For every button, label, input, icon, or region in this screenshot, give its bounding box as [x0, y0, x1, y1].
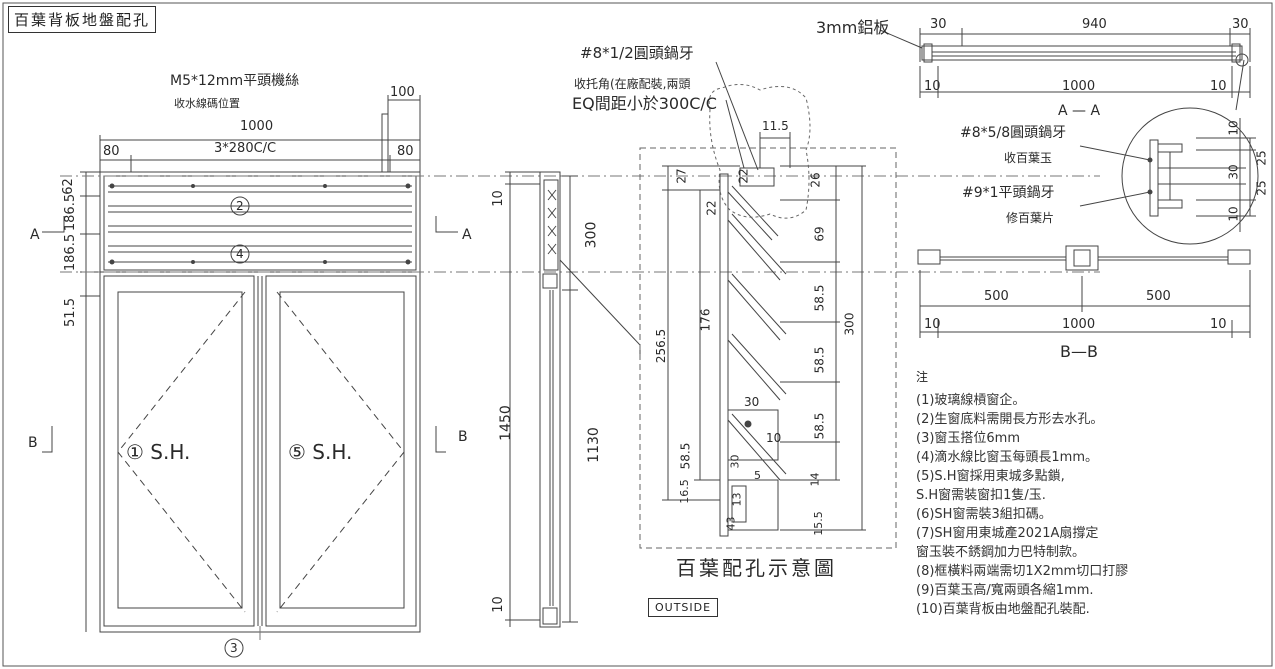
plate-label: 3mm鋁板 [816, 18, 890, 37]
ld-dim-176: 176 [698, 308, 713, 332]
note-item: (2)生窗底料需開長方形去水孔。 [916, 412, 1104, 427]
ld-dim-14: 14 [808, 472, 822, 487]
ld-dim-58-5d: 58.5 [812, 412, 827, 440]
section-bb [917, 245, 1251, 338]
dim-186-5-a: 186.5 [63, 193, 79, 232]
dim-left-80: 80 [103, 144, 120, 159]
ld-dim-69: 69 [812, 226, 827, 242]
screw-label: M5*12mm平頭機絲 [170, 73, 300, 89]
note-item: S.H窗需裝窗扣1隻/玉. [916, 488, 1046, 503]
drain-label: 收水線碼位置 [174, 97, 240, 110]
note-item: 窗玉裝不銹鋼加力巴特制款。 [916, 545, 1086, 560]
dim-186-5-b: 186.5 [63, 233, 79, 272]
dim-51-5: 51.5 [62, 298, 78, 327]
circle-2: 2 [236, 199, 244, 213]
circle-3: 3 [230, 641, 238, 655]
callout-angle: 收托角(在廠配裝,兩頭 [574, 77, 691, 91]
callout-spacing: EQ間距小於300C/C [572, 94, 717, 113]
ld-dim-300: 300 [842, 312, 857, 336]
ld-dim-27: 27 [674, 168, 689, 184]
aa-dim-1000: 1000 [1062, 79, 1096, 94]
dc-dim-25a: 25 [1254, 150, 1269, 166]
ld-dim-22a: 22 [736, 168, 751, 184]
circle-1-sh: ① S.H. [126, 440, 191, 464]
bb-dim-500-left: 500 [984, 289, 1009, 304]
note-item: (10)百葉背板由地盤配孔裝配. [916, 602, 1090, 617]
front-elevation [42, 95, 1100, 658]
circle-4: 4 [236, 247, 244, 261]
dim-100: 100 [390, 85, 415, 100]
ld-dim-10: 10 [766, 431, 782, 445]
aa-label: A — A [1058, 103, 1101, 119]
ld-dim-13: 13 [730, 492, 744, 507]
ld-dim-30-small: 30 [728, 454, 742, 469]
aa-dim-10-left: 10 [924, 79, 941, 94]
dim-top-total: 1000 [240, 119, 274, 134]
dim-spacing: 3*280C/C [214, 141, 277, 156]
bb-dim-500-right: 500 [1146, 289, 1171, 304]
side-dim-1130: 1130 [585, 427, 602, 463]
ld-dim-11-5: 11.5 [762, 119, 789, 133]
ld-dim-58-5a: 58.5 [812, 284, 827, 312]
dc-dim-25b: 25 [1254, 180, 1269, 196]
detail-screw-1: #8*5/8圓頭鍋牙 [960, 125, 1067, 141]
louver-caption: 百葉配孔示意圖 [676, 556, 837, 580]
notes-block: 注 (1)玻璃線槓窗企。 (2)生窗底料需開長方形去水孔。 (3)窗玉搭位6mm… [916, 368, 1256, 619]
side-dim-10-bottom: 10 [490, 596, 506, 613]
note-item: (7)SH窗用東城產2021A扇撐定 [916, 526, 1099, 541]
note-item: (8)框橫料兩端需切1X2mm切口打膠 [916, 564, 1129, 579]
side-dim-10-top: 10 [490, 190, 506, 207]
side-dim-1450: 1450 [497, 405, 514, 441]
ld-dim-58-5c: 58.5 [678, 442, 693, 470]
dc-dim-10b: 10 [1226, 206, 1241, 222]
ld-dim-15-5: 15.5 [811, 511, 825, 536]
section-a-left: A [30, 227, 40, 243]
note-item: (4)滴水線比窗玉每頭長1mm。 [916, 450, 1099, 465]
dim-62: 62 [60, 178, 76, 195]
bb-dim-1000: 1000 [1062, 317, 1096, 332]
note-item: (3)窗玉搭位6mm [916, 431, 1021, 446]
callout-screw: #8*1/2圓頭鍋牙 [580, 44, 694, 62]
dc-dim-10a: 10 [1226, 120, 1241, 136]
note-item: (9)百葉玉高/寬兩頭各縮1mm. [916, 583, 1094, 598]
detail-screw-1-use: 收百葉玉 [1004, 151, 1053, 165]
bb-dim-10-left: 10 [924, 317, 941, 332]
ld-dim-5: 5 [754, 469, 761, 482]
ld-dim-30: 30 [744, 395, 760, 409]
ld-dim-26: 26 [808, 172, 823, 188]
dim-right-80: 80 [397, 144, 414, 159]
outside-label: OUTSIDE [648, 598, 719, 617]
ld-dim-58-5b: 58.5 [812, 346, 827, 374]
bb-label: B—B [1060, 342, 1098, 361]
note-item: (1)玻璃線槓窗企。 [916, 393, 1026, 408]
section-aa [879, 28, 1251, 111]
section-b-left: B [28, 435, 38, 451]
bb-dim-10-right: 10 [1210, 317, 1227, 332]
note-item: (5)S.H窗採用東城多點鎖, [916, 469, 1065, 484]
aa-dim-30-right: 30 [1232, 17, 1249, 32]
ld-dim-43: 43 [724, 516, 738, 531]
detail-screw-2-use: 修百葉片 [1006, 211, 1055, 225]
notes-heading: 注 [916, 370, 929, 384]
detail-screw-2: #9*1平頭鍋牙 [962, 185, 1055, 201]
dc-dim-30: 30 [1226, 164, 1241, 180]
drawing-title: 百葉背板地盤配孔 [8, 6, 157, 33]
side-section [505, 171, 641, 628]
ld-dim-256-5: 256.5 [654, 328, 669, 364]
circle-5-sh: ⑤ S.H. [288, 440, 353, 464]
ld-dim-22b: 22 [704, 200, 719, 216]
section-b-right: B [458, 429, 468, 445]
side-dim-300: 300 [583, 221, 600, 249]
louver-detail [639, 61, 897, 549]
aa-dim-30-left: 30 [930, 17, 947, 32]
aa-dim-10-right: 10 [1210, 79, 1227, 94]
aa-dim-940: 940 [1082, 17, 1107, 32]
section-a-right: A [462, 227, 472, 243]
detail-circle [1079, 107, 1259, 245]
note-item: (6)SH窗需裝3組扣碼。 [916, 507, 1052, 522]
ld-dim-16-5: 16.5 [677, 479, 691, 504]
